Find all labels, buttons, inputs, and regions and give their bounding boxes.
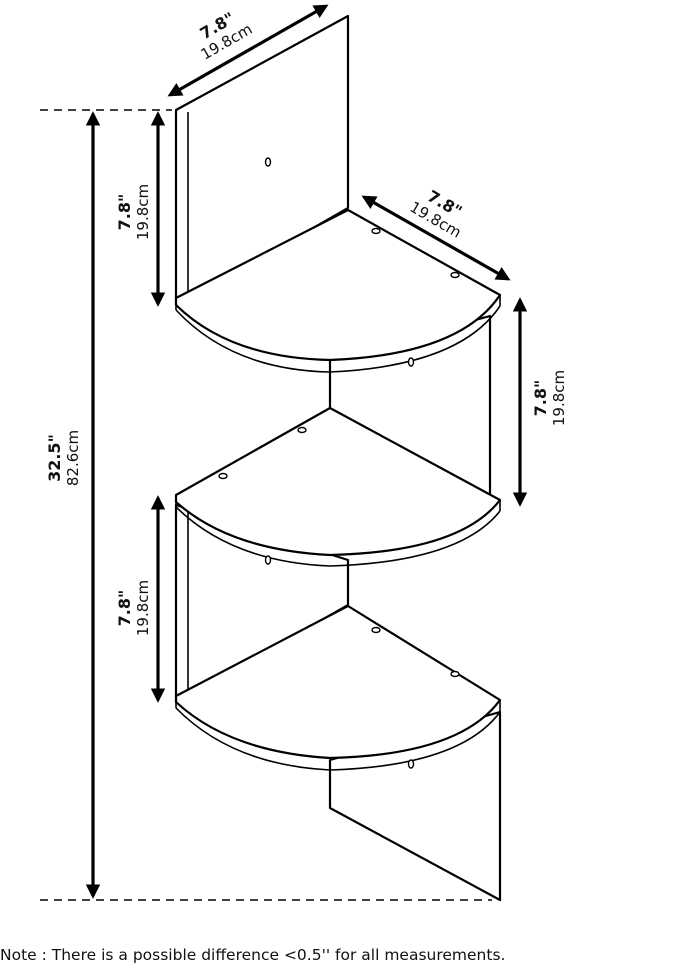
middle-gap-inches: 7.8"	[531, 380, 550, 417]
screw-hole	[450, 670, 460, 678]
overall-height-cm: 82.6cm	[64, 430, 82, 486]
screw-hole	[371, 626, 381, 634]
top-depth-arrow	[361, 195, 511, 281]
screw-hole	[371, 227, 381, 235]
overall-height-inches: 32.5"	[45, 434, 64, 482]
measurement-note: Note : There is a possible difference <0…	[0, 946, 506, 964]
screw-hole	[218, 472, 228, 480]
middle-gap-cm: 19.8cm	[550, 370, 568, 426]
middle-shelf	[174, 406, 502, 567]
top-width-arrow	[167, 4, 329, 97]
upper-gap-inches: 7.8"	[115, 194, 134, 231]
screw-hole	[297, 426, 307, 434]
bottom-shelf	[174, 604, 502, 771]
upper-gap-cm: 19.8cm	[134, 184, 152, 240]
screw-hole	[407, 357, 415, 367]
lower-gap-inches: 7.8"	[115, 590, 134, 627]
screw-hole	[264, 555, 272, 565]
lower-gap-cm: 19.8cm	[134, 580, 152, 636]
screw-hole	[450, 271, 460, 279]
screw-hole	[264, 157, 272, 167]
screw-hole	[407, 759, 415, 769]
